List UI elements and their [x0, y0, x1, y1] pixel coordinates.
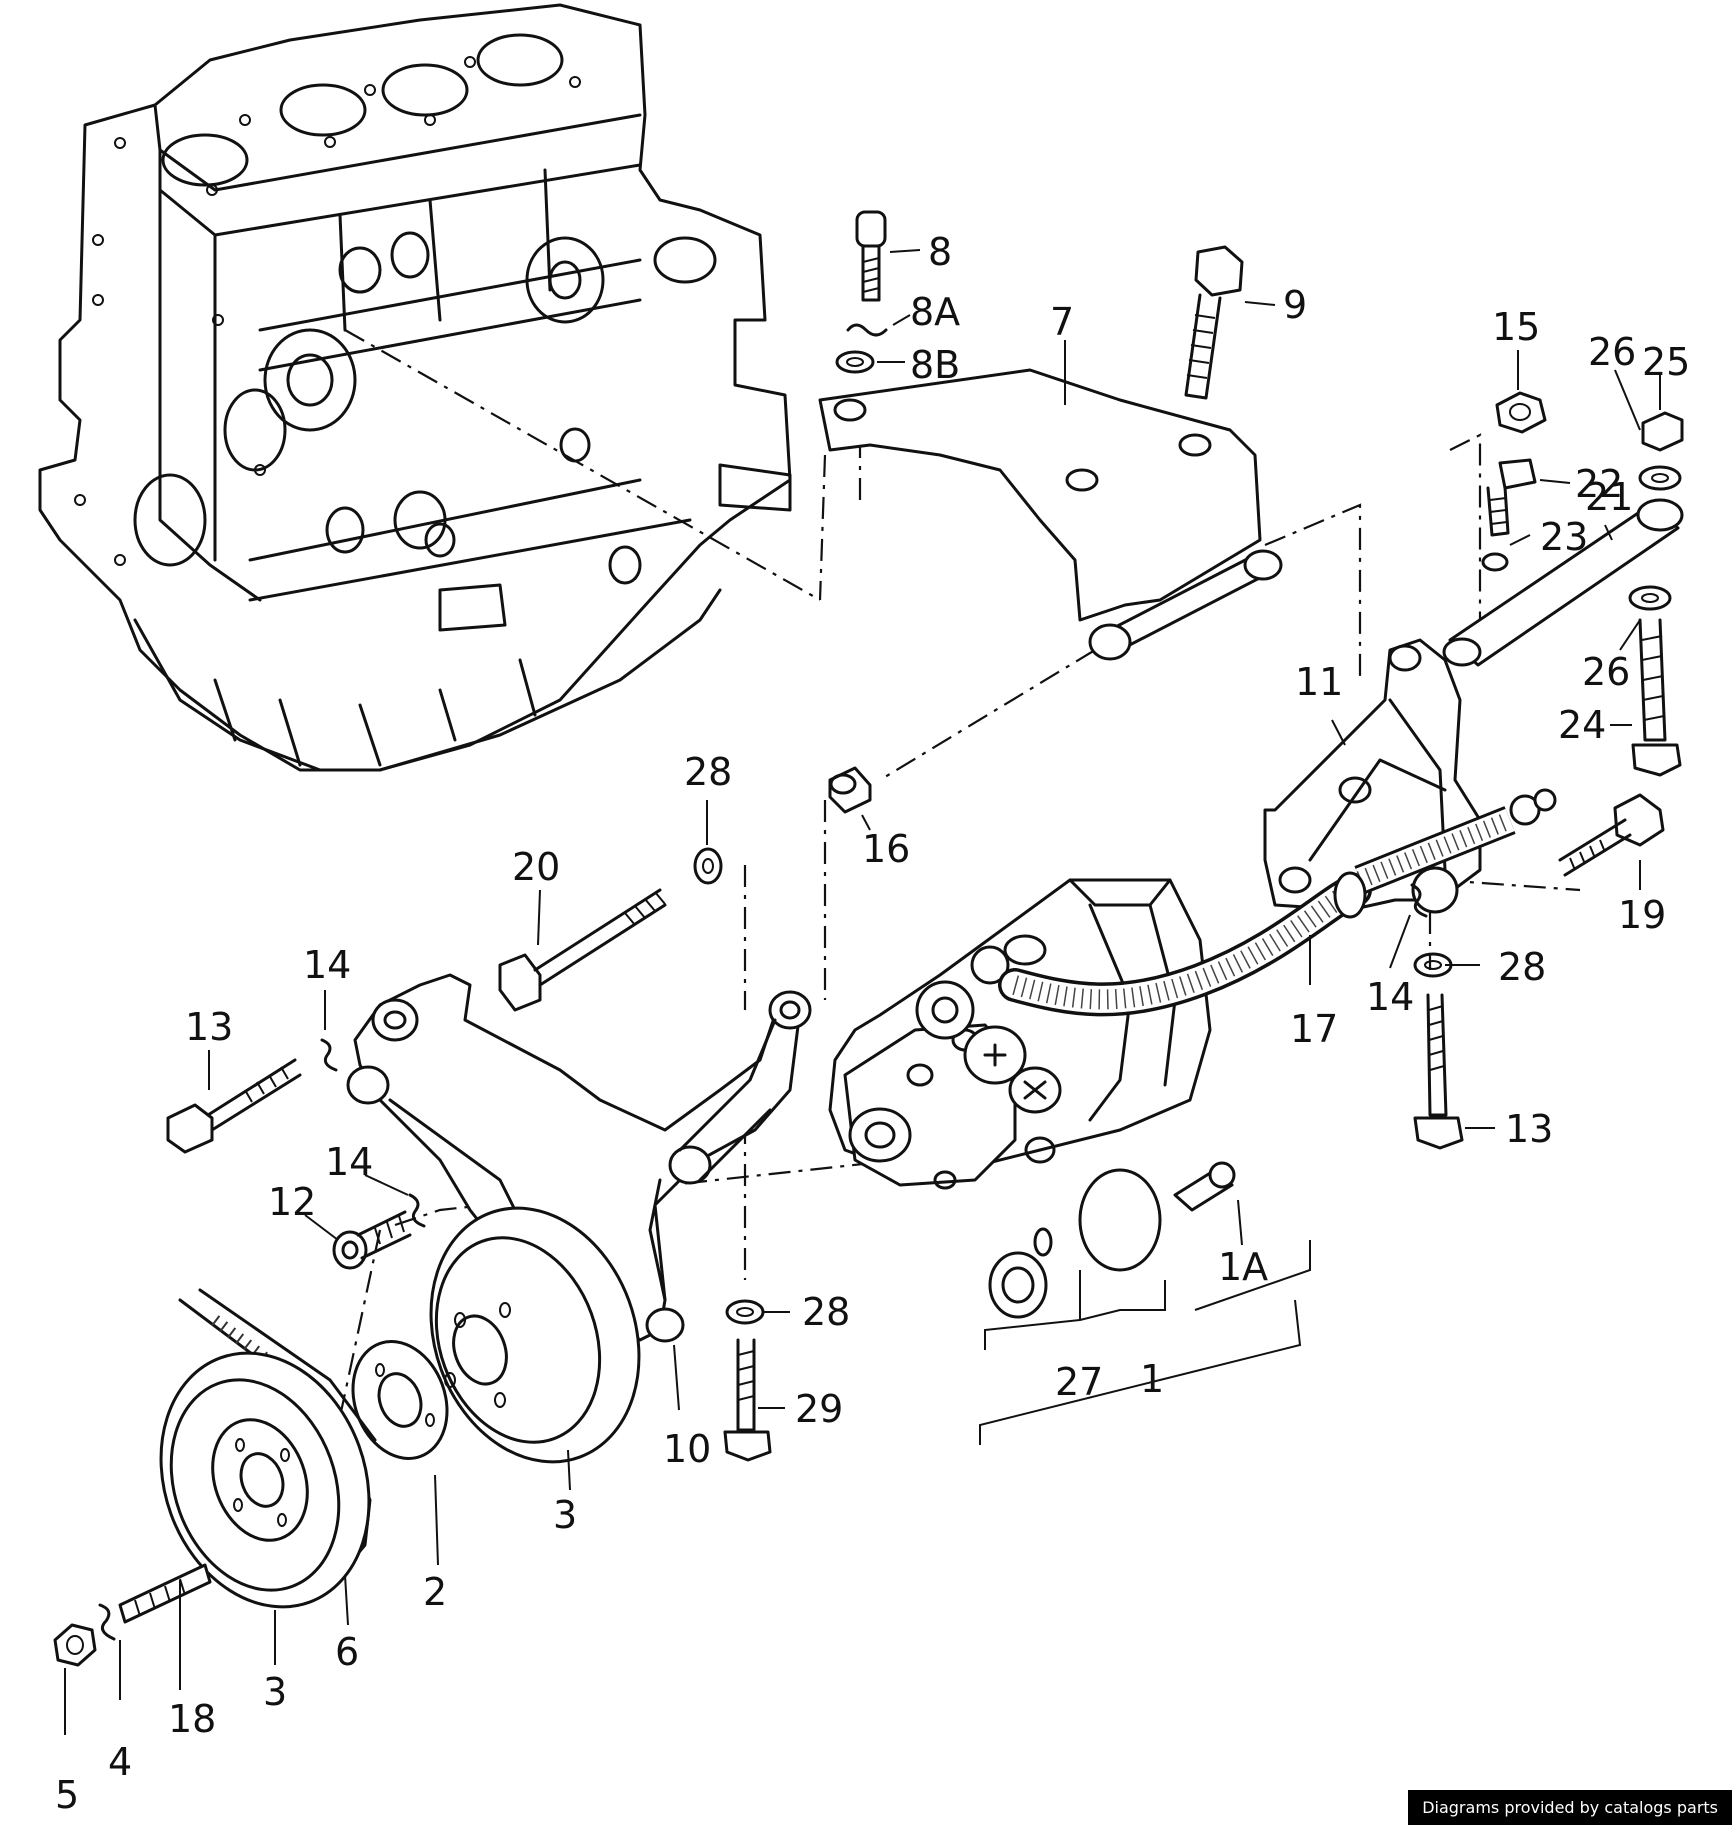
callout-labels: 8 8A 8B 9 7 15 22 23 21 26 25 26 24 11 2…: [55, 230, 1690, 1817]
spacer-16: [828, 766, 872, 814]
bolt-29: [723, 1338, 772, 1462]
callout-17: 17: [1290, 1007, 1338, 1051]
callout-1: 1: [1140, 1357, 1164, 1401]
lock-washer-14-middle: [408, 1193, 426, 1228]
washer-28-upper: [693, 847, 723, 885]
callout-15: 15: [1492, 305, 1540, 349]
callout-27: 27: [1055, 1360, 1103, 1404]
callout-23: 23: [1540, 515, 1588, 559]
callout-3-lower: 3: [263, 1670, 287, 1714]
callout-24: 24: [1558, 703, 1606, 747]
lock-washer-14-left: [320, 1038, 338, 1072]
callout-7: 7: [1050, 300, 1074, 344]
mounting-bracket-7: [818, 368, 1283, 661]
callout-29: 29: [795, 1387, 843, 1431]
callout-14-right: 14: [1366, 975, 1414, 1019]
callout-2: 2: [423, 1570, 447, 1614]
callout-13-right: 13: [1505, 1107, 1553, 1151]
callout-28-lower: 28: [802, 1290, 850, 1334]
callout-20: 20: [512, 845, 560, 889]
callout-6: 6: [335, 1630, 359, 1674]
credit-badge: Diagrams provided by catalogs parts: [1408, 1790, 1732, 1825]
callout-8: 8: [928, 230, 952, 274]
callout-28-right: 28: [1498, 945, 1546, 989]
callout-25: 25: [1642, 340, 1690, 384]
callout-5: 5: [55, 1773, 79, 1817]
bolt-9: [1184, 245, 1244, 400]
callout-14-left: 14: [303, 943, 351, 987]
callout-3-upper: 3: [553, 1493, 577, 1537]
leader-lines: [64, 249, 1661, 1735]
callout-1a: 1A: [1218, 1245, 1268, 1289]
bolt-8: [835, 210, 888, 374]
pulley-3-upper: [429, 1206, 641, 1464]
callout-8a: 8A: [910, 290, 960, 334]
power-steering-pump-1: [828, 878, 1212, 1190]
callout-8b: 8B: [910, 343, 960, 387]
lock-washer-14-right: [1410, 883, 1428, 918]
bolt-13-left: [166, 1058, 302, 1154]
nut-15: [1495, 391, 1547, 434]
callout-18: 18: [168, 1697, 216, 1741]
callout-26-upper: 26: [1588, 330, 1636, 374]
callout-28-top: 28: [684, 750, 732, 794]
nut-5: [53, 1623, 97, 1667]
callout-13-left: 13: [185, 1005, 233, 1049]
callout-26-lower: 26: [1582, 650, 1630, 694]
engine-block: [38, 3, 792, 772]
fitting-1a: [1173, 1161, 1236, 1212]
callout-11: 11: [1295, 660, 1343, 704]
hose-17: [998, 788, 1557, 1017]
callout-14-middle: 14: [325, 1140, 373, 1184]
callout-22: 22: [1575, 462, 1623, 506]
bolt-20: [498, 888, 667, 1012]
bolt-22: [1481, 458, 1537, 572]
seal-kit-27: [988, 1168, 1162, 1319]
callout-21: 21: [1585, 475, 1633, 519]
callout-16: 16: [862, 827, 910, 871]
callout-9: 9: [1283, 283, 1307, 327]
pulley-3-lower: [159, 1351, 371, 1609]
pump-bracket-10: [346, 973, 812, 1343]
callout-12: 12: [268, 1180, 316, 1224]
callout-4: 4: [108, 1740, 132, 1784]
callout-19: 19: [1618, 893, 1666, 937]
bolt-19: [1558, 793, 1665, 877]
bolt-12: [332, 1210, 412, 1270]
tension-strut-21: [1442, 411, 1684, 777]
callout-10: 10: [663, 1427, 711, 1471]
washer-28-lower: [725, 1299, 765, 1325]
lock-washer-4: [98, 1603, 116, 1641]
stud-18: [118, 1563, 212, 1624]
hub-2: [351, 1340, 449, 1460]
bolt-13-right: [1413, 993, 1464, 1150]
